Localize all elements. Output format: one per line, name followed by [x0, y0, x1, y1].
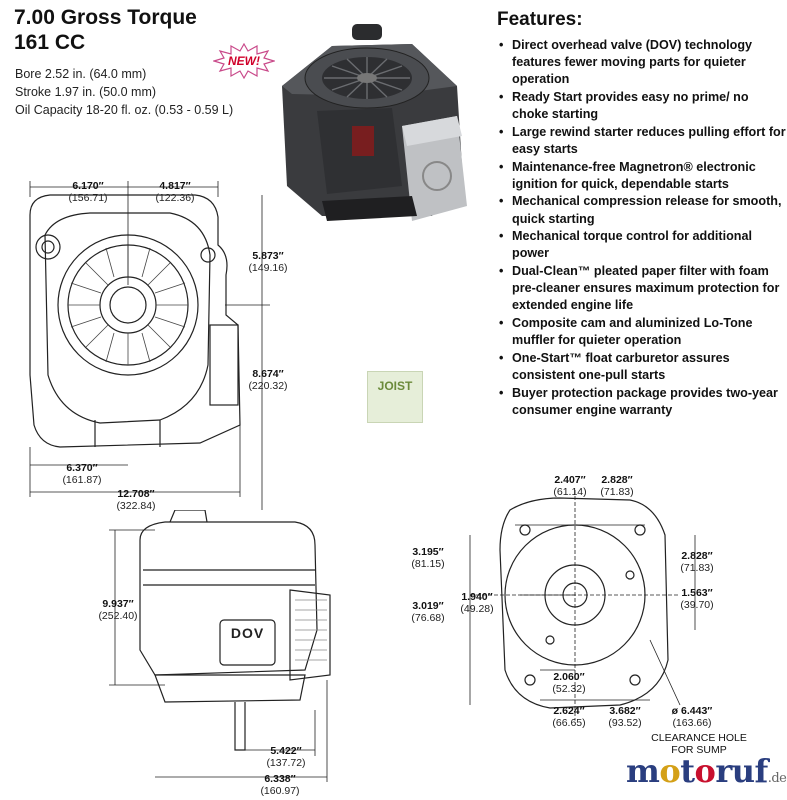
title-line-1: 7.00 Gross Torque	[14, 6, 197, 29]
engine-photo	[262, 16, 482, 226]
spec-bore: Bore 2.52 in. (64.0 mm)	[15, 67, 147, 81]
feature-item: Ready Start provides easy no prime/ no c…	[496, 89, 786, 123]
feature-item: One-Start™ float carburetor assures cons…	[496, 350, 786, 384]
new-badge-label: NEW!	[228, 54, 260, 68]
dim-5422: 5.422″(137.72)	[266, 745, 306, 769]
dim-2828-top: 2.828″(71.83)	[600, 474, 634, 498]
new-badge: NEW!	[211, 42, 277, 80]
dim-9937: 9.937″(252.40)	[98, 598, 138, 622]
dim-2624: 2.624″(66.65)	[552, 705, 586, 729]
dim-3019: 3.019″(76.68)	[411, 600, 445, 624]
dim-2828-right: 2.828″(71.83)	[680, 550, 714, 574]
spec-stroke: Stroke 1.97 in. (50.0 mm)	[15, 85, 157, 99]
dim-8674: 8.674″(220.32)	[248, 368, 288, 392]
dim-6338: 6.338″(160.97)	[260, 773, 300, 797]
features-title: Features:	[497, 9, 583, 30]
watermark-logo: JOIST	[367, 371, 423, 423]
feature-item: Dual-Clean™ pleated paper filter with fo…	[496, 263, 786, 315]
feature-item: Composite cam and aluminized Lo-Tone muf…	[496, 315, 786, 349]
dim-2407: 2.407″(61.14)	[553, 474, 587, 498]
dim-6443: ø 6.443″(163.66)	[671, 705, 713, 729]
features-list: Direct overhead valve (DOV) technology f…	[496, 37, 786, 419]
dim-4817: 4.817″(122.36)	[155, 180, 195, 204]
feature-item: Maintenance-free Magnetron® electronic i…	[496, 159, 786, 193]
watermark-brand: JOIST	[377, 379, 413, 393]
feature-item: Mechanical compression release for smoot…	[496, 193, 786, 227]
dim-1563: 1.563″(39.70)	[680, 587, 714, 611]
title-line-2: 161 CC	[14, 31, 86, 54]
side-view-drawing	[95, 509, 355, 795]
starburst-icon	[211, 42, 277, 80]
feature-item: Large rewind starter reduces pulling eff…	[496, 124, 786, 158]
dim-12708: 12.708″(322.84)	[116, 488, 156, 512]
dim-6370: 6.370″(161.87)	[62, 462, 102, 486]
bottom-view-drawing	[470, 490, 680, 720]
logo-suffix: .de	[767, 771, 787, 786]
feature-item: Mechanical torque control for additional…	[496, 228, 786, 262]
dim-3682: 3.682″(93.52)	[608, 705, 642, 729]
dim-1940: 1.940″(49.28)	[460, 591, 494, 615]
spec-oil: Oil Capacity 18-20 fl. oz. (0.53 - 0.59 …	[15, 103, 234, 117]
top-view-drawing	[0, 175, 300, 515]
dim-6170: 6.170″(156.71)	[68, 180, 108, 204]
feature-item: Direct overhead valve (DOV) technology f…	[496, 37, 786, 89]
dov-label: DOV	[230, 625, 265, 641]
dim-3195: 3.195″(81.15)	[411, 546, 445, 570]
dim-5873: 5.873″(149.16)	[248, 250, 288, 274]
feature-item: Buyer protection package provides two-ye…	[496, 385, 786, 419]
motoruf-logo: motoruf.de	[626, 752, 787, 790]
dim-2060: 2.060″(52.32)	[552, 671, 586, 695]
